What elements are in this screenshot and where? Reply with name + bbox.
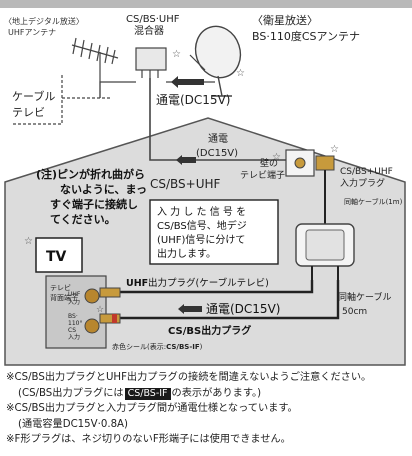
tv-label: TV (46, 249, 67, 265)
input-plug-star: ☆ (330, 144, 339, 155)
coax-50-label-2: 50cm (342, 307, 367, 317)
uhf-antenna-icon (71, 37, 119, 98)
top-band (0, 0, 412, 8)
port-bs-label-4: 入力 (68, 333, 80, 341)
port-bs-label-2: 110° (68, 320, 82, 327)
note-line-5: ※F形プラグは、ネジ切りのないF形端子には使用できません。 (6, 434, 291, 445)
power-inside-label-2: (DC15V) (196, 148, 238, 159)
tv-star: ☆ (24, 236, 33, 247)
port-uhf-label-2: 入力 (68, 298, 80, 306)
warning-line-1: (注)ピンが折れ曲がら (36, 167, 145, 181)
input-plug (315, 155, 335, 171)
note-line-2-a: (CS/BS出力プラグには (18, 387, 124, 399)
csbs-out-plug (99, 313, 121, 324)
note-line-3: ※CS/BS出力プラグと入力プラグ間が通電仕様となっています。 (6, 403, 298, 414)
note-line-1: ※CS/BS出力プラグとUHF出力プラグの接続を間違えないようご注意ください。 (6, 372, 372, 383)
terrestrial-label-1: 〈地上デジタル放送〉 (4, 16, 84, 26)
csbs-plug-star: ☆ (96, 305, 104, 315)
wall-terminal-connector (294, 157, 306, 169)
inside-arrow-icon (176, 155, 196, 165)
uhf-out-cable (120, 280, 314, 294)
power-inside-label-1: 通電 (208, 133, 228, 145)
terrestrial-label-2: UHFアンテナ (8, 28, 56, 37)
mixer-star: ☆ (172, 49, 181, 60)
input-plug-label-1: CS/BS+UHF (340, 167, 393, 177)
power-top-label: 通電(DC15V) (156, 93, 230, 107)
mixer-label-1: CS/BS·UHF (126, 14, 180, 25)
splitter-device (295, 223, 355, 280)
dish-star: ☆ (236, 68, 245, 79)
note-line-2-b: の表示があります。) (171, 387, 262, 399)
csbs-out-label: CS/BS出力プラグ (168, 324, 251, 337)
signal-label: CS/BS+UHF (150, 177, 221, 191)
satellite-dish-icon (189, 25, 242, 97)
power-mid-label: 通電(DC15V) (206, 302, 280, 316)
tv-body (35, 237, 83, 273)
uhf-out-label-bold: UHF (126, 278, 148, 289)
mixer-label-2: 混合器 (134, 24, 164, 37)
uhf-out-plug (99, 287, 121, 298)
explain-line-4: 出力します。 (157, 247, 216, 260)
explain-line-1: 入 力 し た 信 号 を (157, 205, 246, 218)
coax-1m-label: 同軸ケーブル(1m) (344, 197, 403, 206)
port-uhf-label-1: UHF (68, 291, 81, 298)
wall-star: ☆ (272, 152, 281, 163)
cable-tv-label-1: ケーブル (12, 89, 55, 103)
uhf-out-label-rest: 出力プラグ(ケーブルテレビ) (148, 277, 269, 289)
port-bs-label-3: CS (68, 327, 76, 334)
tv-back-panel (45, 275, 107, 349)
coax-50-label-1: 同軸ケーブル (338, 291, 391, 303)
wall-terminal-label-1: 壁の (260, 157, 278, 169)
red-seal-label: 赤色シール(表示:CS/BS-IF) (112, 342, 203, 351)
input-plug-label-2: 入力プラグ (340, 177, 385, 189)
mid-arrow-icon (178, 304, 202, 314)
note-line-4: (通電容量DC15V·0.8A) (18, 418, 128, 430)
wall-terminal-label-2: テレビ端子 (240, 169, 285, 181)
red-seal (112, 314, 117, 323)
mixer-box (135, 47, 167, 71)
tv-port-uhf (84, 288, 100, 304)
notes-section: ※CS/BS出力プラグとUHF出力プラグの接続を間違えないようご注意ください。 … (6, 370, 410, 448)
explain-line-2: CS/BS信号、地デジ (157, 219, 247, 232)
tv-back-label-1: テレビ (50, 283, 71, 292)
satellite-label-2: BS·110度CSアンテナ (252, 29, 360, 43)
cable-tv-label-2: テレビ (12, 106, 45, 119)
port-bs-label-1: BS· (68, 313, 78, 320)
tv-back-label-2: 背面端子 (50, 293, 78, 302)
warning-line-4: てください。 (50, 213, 116, 226)
top-arrow-icon (171, 76, 204, 88)
satellite-label-1: 〈衛星放送〉 (252, 13, 318, 27)
explain-box (149, 199, 279, 265)
tv-port-bs (84, 318, 100, 334)
csbs-out-cable (120, 280, 340, 320)
warning-line-2: ないように、まっ (60, 183, 147, 196)
warning-line-3: すぐ端子に接続し (50, 197, 138, 211)
explain-line-3: (UHF)信号に分けて (157, 234, 245, 246)
csbs-if-tag: CS/BS-IF (124, 387, 171, 400)
